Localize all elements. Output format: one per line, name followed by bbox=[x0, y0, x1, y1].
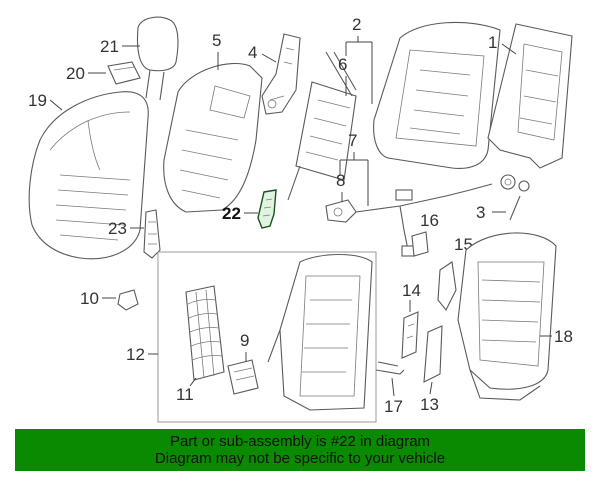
part-3-bolt[interactable] bbox=[500, 174, 530, 221]
part-16-control-module[interactable] bbox=[411, 231, 429, 257]
part-1-seat-frame[interactable] bbox=[487, 23, 573, 169]
part-10-adjustment-knob[interactable] bbox=[117, 289, 139, 311]
callout-23: 23 bbox=[108, 219, 127, 238]
callout-21: 21 bbox=[100, 37, 119, 56]
callout-10: 10 bbox=[80, 289, 99, 308]
part-7-wiring-harness[interactable] bbox=[355, 183, 493, 257]
part-11-spring-mat[interactable] bbox=[185, 285, 225, 381]
callout-9: 9 bbox=[240, 331, 249, 350]
part-2-seat-back-frame[interactable] bbox=[373, 21, 501, 169]
callout-14: 14 bbox=[402, 281, 421, 300]
callout-11: 11 bbox=[176, 385, 194, 404]
callout-8: 8 bbox=[336, 171, 345, 190]
callout-4: 4 bbox=[248, 43, 257, 62]
callout-2: 2 bbox=[352, 15, 361, 34]
callout-16: 16 bbox=[420, 211, 439, 230]
callout-17: 17 bbox=[384, 397, 403, 416]
banner-line-2: Diagram may not be specific to your vehi… bbox=[154, 450, 446, 467]
part-15-trim-cover[interactable] bbox=[437, 261, 457, 312]
callout-13: 13 bbox=[420, 395, 439, 414]
part-19-seat-back-cover[interactable] bbox=[28, 91, 149, 260]
callout-18: 18 bbox=[554, 327, 573, 346]
part-20-headrest-guide[interactable] bbox=[107, 61, 141, 85]
sub-assembly-box bbox=[157, 251, 377, 423]
parts-diagram: 19 20 21 5 4 6 2 bbox=[28, 15, 573, 423]
info-banner: Part or sub-assembly is #22 in diagram D… bbox=[15, 429, 585, 471]
part-seat-back-structure[interactable] bbox=[267, 254, 373, 411]
part-13-lower-trim[interactable] bbox=[423, 325, 443, 383]
part-5-seat-back-cushion[interactable] bbox=[163, 62, 263, 213]
callout-12: 12 bbox=[126, 345, 145, 364]
callout-5: 5 bbox=[212, 31, 221, 50]
callout-19: 19 bbox=[28, 91, 47, 110]
callout-1: 1 bbox=[488, 33, 497, 52]
banner-line-1: Part or sub-assembly is #22 in diagram bbox=[169, 433, 431, 450]
part-22-highlighted-component[interactable] bbox=[257, 189, 277, 229]
part-6-lumbar-support[interactable] bbox=[287, 51, 357, 201]
callout-22: 22 bbox=[222, 204, 241, 223]
callout-20: 20 bbox=[66, 64, 85, 83]
part-14-side-panel[interactable] bbox=[401, 311, 419, 359]
callout-3: 3 bbox=[476, 203, 485, 222]
part-9-control-unit[interactable] bbox=[227, 359, 259, 395]
part-4-lumbar-bracket[interactable] bbox=[261, 33, 301, 115]
part-21-headrest[interactable] bbox=[136, 16, 179, 101]
part-8-seat-motor[interactable] bbox=[325, 199, 357, 223]
part-17-clip[interactable] bbox=[375, 361, 405, 375]
part-18-backrest-shell[interactable] bbox=[457, 232, 557, 401]
part-23-side-bracket[interactable] bbox=[143, 209, 161, 259]
callout-7: 7 bbox=[348, 131, 357, 150]
callout-6: 6 bbox=[338, 55, 347, 74]
